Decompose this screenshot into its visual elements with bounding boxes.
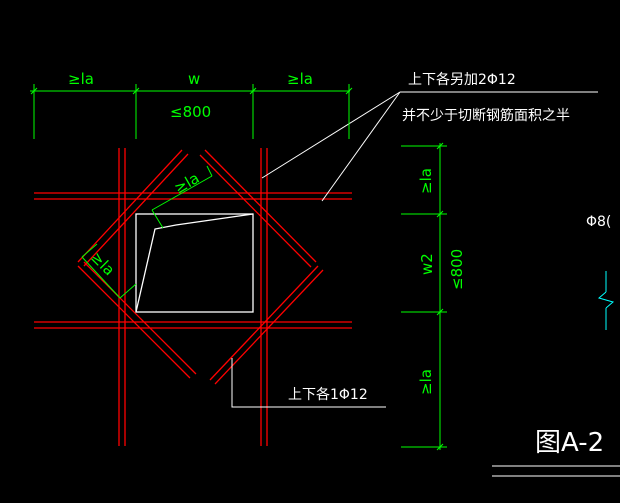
note-line-2: 并不少于切断钢筋面积之半 xyxy=(402,107,570,124)
note-lower: 上下各1Φ12 xyxy=(288,387,368,403)
dim-diag-upper-ext-1 xyxy=(151,209,164,229)
dim-diag-left-ext-1 xyxy=(81,243,98,258)
dim-right-tick-4 xyxy=(436,443,444,451)
figure-title: 图A-2 xyxy=(535,428,604,458)
break-line-symbol xyxy=(597,271,615,330)
dim-top-tick-3 xyxy=(249,87,257,95)
dim-label-top-limit: ≤800 xyxy=(170,103,211,121)
dimension-right xyxy=(401,142,447,451)
dim-label-top-right: ≥la xyxy=(287,70,313,88)
leader-to-rebar-1 xyxy=(261,91,401,179)
dim-diag-left-ext-2 xyxy=(119,283,137,299)
opening-outline xyxy=(135,213,254,313)
dimension-top xyxy=(30,84,353,139)
rebar-horizontal-group xyxy=(34,192,352,329)
dim-label-diag-left: ≥la xyxy=(87,248,118,279)
dim-top-tick-1 xyxy=(30,87,38,95)
dim-diag-upper-ext-2 xyxy=(206,165,213,177)
dim-label-right-top: ≥la xyxy=(417,168,435,194)
dim-right-tick-2 xyxy=(436,210,444,218)
dim-label-right-limit: ≤800 xyxy=(448,249,466,290)
dim-label-right-w2: w2 xyxy=(418,253,436,275)
dimension-diagonal-upper xyxy=(151,165,213,229)
rebar-diag-lr-1 xyxy=(209,265,319,381)
rebar-diag-ll-2 xyxy=(83,261,197,375)
leader-to-rebar-2 xyxy=(321,91,401,202)
dim-diag-upper-line xyxy=(151,175,213,211)
break-line-zigzag xyxy=(597,291,615,309)
rebar-diagonal-group xyxy=(77,149,324,385)
dim-label-top-left: ≥la xyxy=(68,70,94,88)
note-line-1: 上下各另加2Φ12 xyxy=(408,72,516,88)
rebar-diag-ur-1 xyxy=(204,149,317,263)
opening-break-line xyxy=(135,213,254,313)
dim-right-tick-1 xyxy=(436,142,444,150)
rebar-diag-ul-2 xyxy=(83,153,189,267)
dim-right-tick-3 xyxy=(436,308,444,316)
partial-label: Φ8( xyxy=(586,214,611,230)
rebar-diag-ur-2 xyxy=(199,154,312,268)
dim-label-right-bottom: ≥la xyxy=(417,369,435,395)
rebar-diag-lr-2 xyxy=(214,269,324,385)
dimension-diagonal-left xyxy=(81,243,137,299)
rebar-diag-ll-1 xyxy=(77,265,191,379)
leader-lines xyxy=(231,91,620,477)
opening-rect xyxy=(135,213,254,313)
leader-lower xyxy=(231,358,386,408)
dim-top-tick-2 xyxy=(132,87,140,95)
rebar-diag-ul-1 xyxy=(77,149,183,263)
dim-label-top-w: w xyxy=(188,70,200,88)
dim-top-tick-4 xyxy=(345,87,353,95)
dim-diag-left-line xyxy=(81,256,121,299)
